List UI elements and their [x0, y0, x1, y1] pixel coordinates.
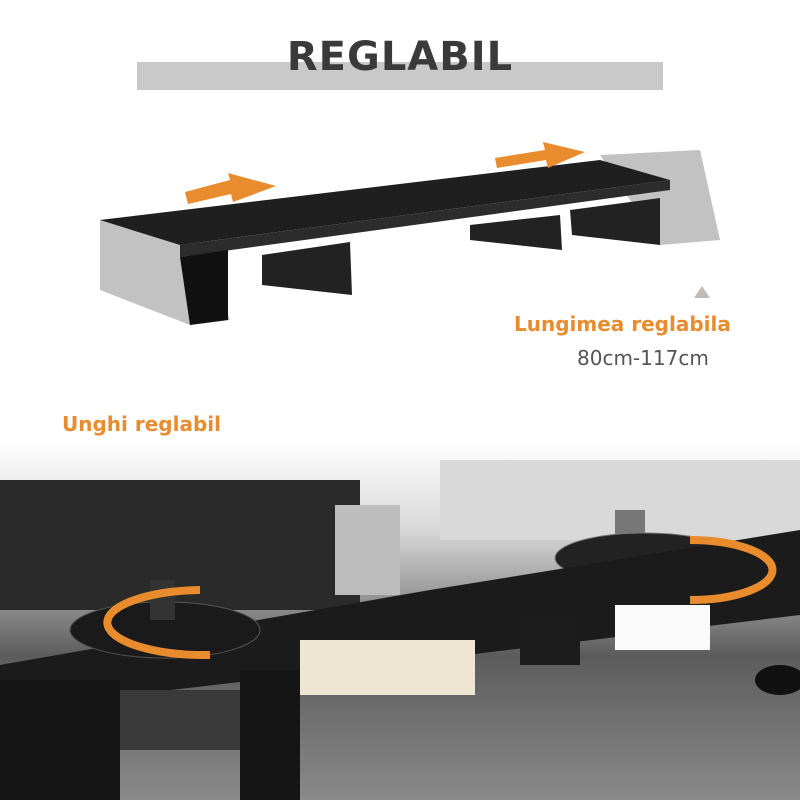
inner-leg-2 — [470, 215, 562, 250]
book — [300, 640, 475, 695]
alarm-clock — [615, 605, 710, 650]
right-leg — [570, 198, 660, 245]
book-stack — [120, 690, 240, 750]
angle-feature-label: Unghi reglabil — [62, 412, 221, 436]
stand-top — [100, 160, 670, 245]
desk-scene-illustration — [0, 460, 800, 800]
triangle-up-icon — [694, 286, 710, 298]
length-feature-label: Lungimea reglabila — [514, 312, 731, 336]
pen-cup — [335, 505, 400, 595]
length-feature-value: 80cm-117cm — [577, 346, 709, 370]
arrow-left-icon — [185, 173, 276, 204]
rotate-arrow-left-icon — [103, 586, 211, 660]
monitor-stand-product-image — [100, 142, 720, 325]
left-leg — [180, 250, 228, 325]
desk-scene-photo — [0, 440, 800, 800]
page-title: REGLABIL — [286, 34, 514, 80]
stand-top — [0, 530, 800, 710]
mouse — [755, 665, 800, 695]
arrow-right-icon — [495, 142, 585, 168]
rotate-arrow-right-icon — [689, 536, 777, 604]
title-underline-bar — [137, 62, 663, 90]
inner-leg-1 — [262, 242, 352, 295]
